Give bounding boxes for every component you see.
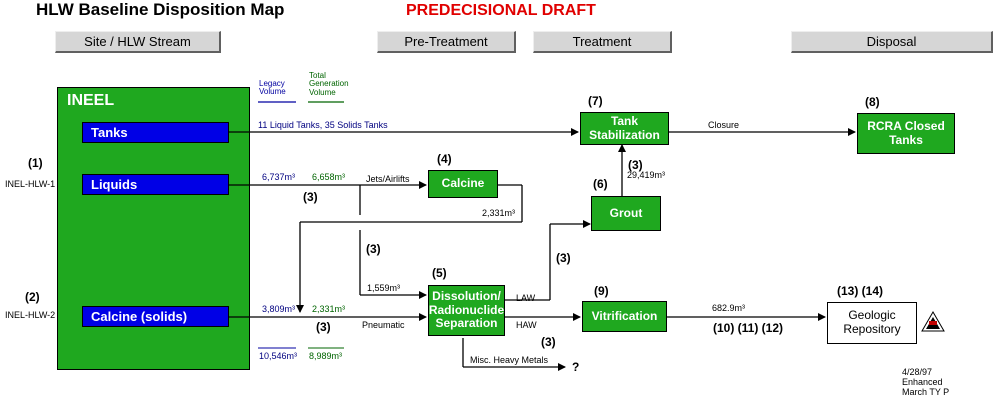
- dissolution-ref: (5): [432, 266, 447, 280]
- liquids-legacy-volume: 6,737m³: [262, 172, 296, 182]
- column-header-disposal: Disposal: [791, 31, 993, 53]
- calcine-total-volume: 2,331m³: [312, 304, 346, 314]
- closure-label: Closure: [708, 120, 740, 130]
- stream-id-2: INEL-HLW-2: [5, 310, 56, 320]
- footer-march: March TY P: [902, 387, 950, 397]
- stream-id-1: INEL-HLW-1: [5, 179, 56, 189]
- sum-legacy-volume: 10,546m³: [259, 351, 298, 361]
- misc-heavy-metals-label: Misc. Heavy Metals: [470, 355, 549, 365]
- ineel-label: INEEL: [67, 92, 115, 109]
- ref-3c: (3): [316, 320, 331, 334]
- tank-stabilization-box[interactable]: Tank Stabilization: [580, 112, 669, 145]
- ref-3f: (3): [541, 335, 556, 349]
- repository-refs: (10) (11) (12): [713, 321, 784, 335]
- unknown-destination: ?: [572, 360, 580, 374]
- tanks-stream[interactable]: Tanks: [82, 122, 229, 143]
- draft-label: PREDECISIONAL DRAFT: [406, 2, 596, 19]
- column-header-site: Site / HLW Stream: [55, 31, 221, 53]
- grout-box[interactable]: Grout: [591, 196, 661, 231]
- calcine-return-volume: 2,331m³: [482, 208, 516, 218]
- dissolution-separation-box[interactable]: Dissolution/ Radionuclide Separation: [428, 285, 505, 336]
- haw-label: HAW: [516, 320, 537, 330]
- ref-3e: (3): [556, 251, 571, 265]
- page-title: HLW Baseline Disposition Map: [36, 0, 285, 19]
- column-header-treatment: Treatment: [533, 31, 672, 53]
- liquids-stream[interactable]: Liquids: [82, 174, 229, 195]
- vitrification-volume: 682.9m³: [712, 303, 746, 313]
- calcine-solids-stream[interactable]: Calcine (solids): [82, 306, 229, 327]
- legend-total: Total Generation Volume: [309, 71, 349, 97]
- pneumatic-label: Pneumatic: [362, 320, 405, 330]
- grout-volume: 29,419m³: [627, 170, 666, 180]
- legend-legacy: Legacy Volume: [259, 79, 286, 97]
- repository-ref: (13) (14): [837, 284, 884, 298]
- ref-3d: (3): [628, 158, 643, 172]
- ref-3a: (3): [303, 190, 318, 204]
- calcine-ref: (4): [437, 152, 452, 166]
- rcra-ref: (8): [865, 95, 880, 109]
- to-dissolution-volume: 1,559m³: [367, 283, 401, 293]
- jets-airlifts-label: Jets/Airlifts: [366, 174, 410, 184]
- warning-icon: [921, 311, 945, 332]
- ref-2: (2): [25, 290, 40, 304]
- calcine-process-box[interactable]: Calcine: [428, 170, 498, 198]
- column-header-pretreatment: Pre-Treatment: [377, 31, 516, 53]
- ref-1: (1): [28, 156, 43, 170]
- ref-3b: (3): [366, 242, 381, 256]
- tank-stabilization-ref: (7): [588, 94, 603, 108]
- footer-enhanced: Enhanced: [902, 377, 943, 387]
- calcine-legacy-volume: 3,809m³: [262, 304, 296, 314]
- tanks-description: 11 Liquid Tanks, 35 Solids Tanks: [258, 120, 388, 130]
- footer-date: 4/28/97: [902, 367, 933, 377]
- vitrification-box[interactable]: Vitrification: [582, 301, 667, 332]
- geologic-repository-box[interactable]: Geologic Repository: [827, 302, 917, 344]
- law-label: LAW: [516, 293, 536, 303]
- rcra-closed-tanks-box[interactable]: RCRA Closed Tanks: [857, 113, 955, 154]
- grout-ref: (6): [593, 177, 608, 191]
- sum-total-volume: 8,989m³: [309, 351, 343, 361]
- liquids-total-volume: 6,658m³: [312, 172, 346, 182]
- vitrification-ref: (9): [594, 284, 609, 298]
